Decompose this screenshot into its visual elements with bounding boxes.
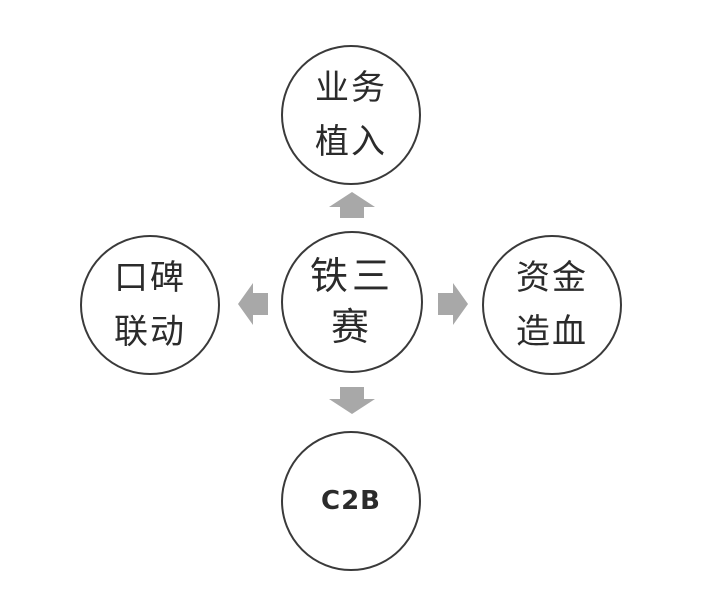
- node-right: 资金 造血: [482, 235, 622, 375]
- node-left-line1: 口碑: [114, 257, 186, 298]
- node-right-line1: 资金: [516, 257, 588, 298]
- arrow-left: [238, 283, 268, 325]
- node-center-line1: 铁三: [309, 253, 394, 298]
- node-bottom-label: C2B: [321, 486, 381, 516]
- node-center-line2: 赛: [330, 305, 373, 349]
- arrow-down: [329, 387, 375, 414]
- node-left-line2: 联动: [114, 312, 186, 352]
- node-right-line2: 造血: [516, 312, 588, 352]
- arrow-up: [329, 192, 375, 218]
- arrow-right: [438, 283, 468, 325]
- node-left: 口碑 联动: [80, 235, 220, 375]
- node-top-line2: 植入: [315, 122, 387, 162]
- node-top-line1: 业务: [315, 67, 387, 108]
- node-bottom: C2B: [281, 431, 421, 571]
- node-center: 铁三 赛: [281, 231, 423, 373]
- node-top: 业务 植入: [281, 45, 421, 185]
